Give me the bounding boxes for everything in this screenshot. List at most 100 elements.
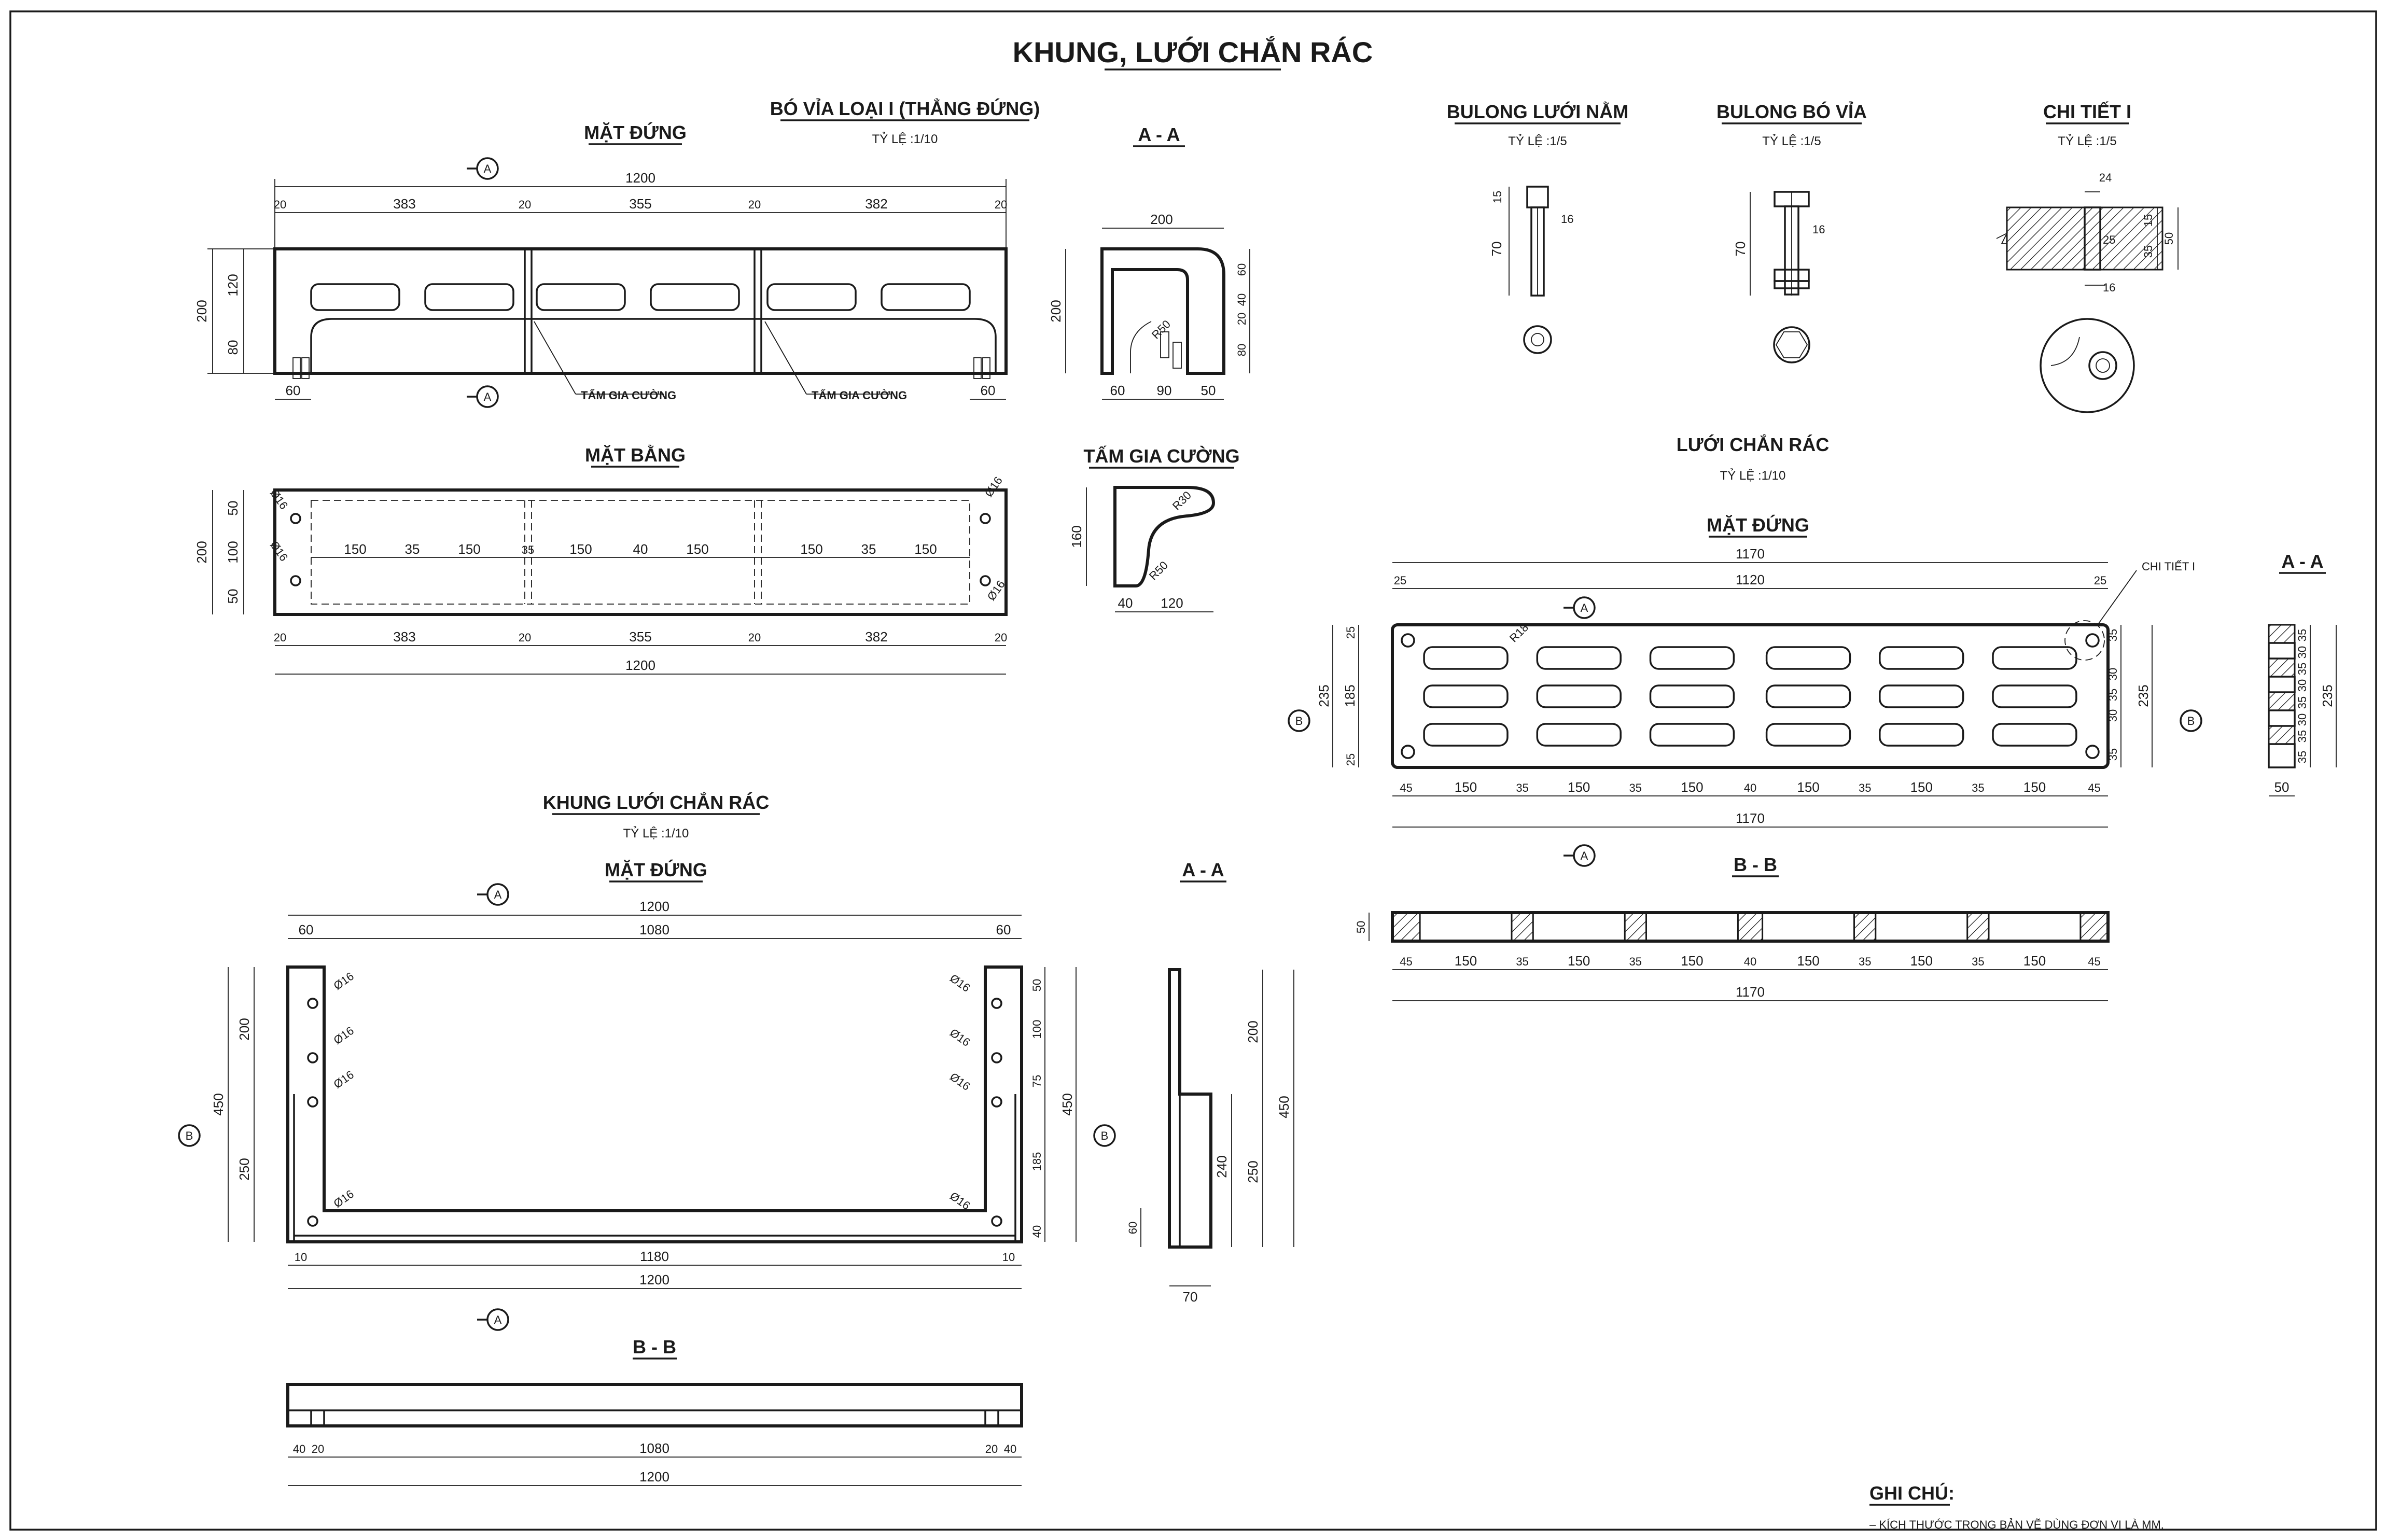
grate-slot [1536,646,1622,670]
lc-dim-bottom-1: 150 [1455,779,1477,795]
bl2-dim-70: 70 [1733,242,1748,257]
lc-dim-bottom-12: 45 [2088,781,2100,794]
section-mark-a-1: A [484,162,492,175]
aa2-dim-35d: 35 [2296,730,2309,743]
lc-dim-1170b: 1170 [1736,810,1765,826]
bb2-dim-40b: 40 [1004,1443,1016,1455]
mb-dim-150f: 150 [914,541,937,557]
grate-slot [1879,684,1964,708]
grate-slot [1765,723,1851,747]
khung-section-aa: A - A 200 250 450 240 60 70 [1126,859,1294,1305]
bb1-dim-6: 40 [1744,955,1756,968]
kh-dim-1200a: 1200 [639,899,669,914]
kh-dim-1080a: 1080 [639,922,669,937]
mb-dim-20c: 20 [748,631,761,644]
notes-title: GHI CHÚ: [1869,1482,1955,1504]
aa2-dim-35b: 35 [2296,663,2309,675]
chi-tiet-i: CHI TIẾT I TỶ LỆ :1/5 24 15 35 50 25 16 [1996,101,2179,413]
section-mark-b-2: B [2187,715,2195,727]
aa2-dim-50: 50 [2274,779,2290,795]
grate-slot [1879,723,1964,747]
mb-phi16-b: Ø16 [268,539,290,564]
kh-dim-185r: 185 [1030,1152,1043,1171]
lc-dim-bottom-10: 35 [1972,781,1984,794]
lc-dim-25d: 25 [1344,753,1357,766]
aa3-dim-450: 450 [1276,1096,1292,1118]
bb1-dim-11: 150 [2023,953,2046,969]
bb2-dim-20a: 20 [312,1443,324,1455]
mb-dim-20d: 20 [995,631,1007,644]
bb2-dim-1080: 1080 [639,1440,669,1456]
lc-dim-bottom-6: 40 [1744,781,1756,794]
aa3-dim-70: 70 [1183,1289,1198,1305]
kh-dim-10a: 10 [295,1251,307,1264]
aa2-heading: A - A [2281,551,2323,572]
luoi-section-aa: A - A 35 30 35 30 35 30 35 35 235 50 [2268,551,2337,796]
aa2-dim-30c: 30 [2296,713,2309,726]
bv-dim-355: 355 [629,196,651,212]
lc-dim-25a: 25 [1394,574,1406,587]
grate-slot [1765,684,1851,708]
section-mark-a-4: A [1581,849,1588,862]
aa1-dim-200: 200 [1150,212,1172,227]
notes-line1: – KÍCH THƯỚC TRONG BẢN VẼ DÙNG ĐƠN VỊ LÀ… [1869,1518,2164,1531]
grate-rib-section [1391,912,1421,942]
lc-dim-25b: 25 [2094,574,2106,587]
khung-luoi: KHUNG LƯỚI CHẮN RÁC TỶ LỆ :1/10 MẶT ĐỨNG… [178,791,1116,1331]
kh-dim-60a: 60 [299,922,314,937]
khung-elev-heading: MẶT ĐỨNG [605,859,707,880]
kh-dim-450a: 450 [211,1093,226,1115]
grate-slot [1879,646,1964,670]
bl1-dim-15: 15 [1491,191,1504,203]
bo-via-elevation: MẶT ĐỨNG BÓ VỈA LOẠI I (THẲNG ĐỨNG) TỶ L… [194,97,1040,408]
kh-dim-50r: 50 [1030,979,1043,991]
aa3-dim-250: 250 [1245,1160,1261,1183]
kh-phi16-1: Ø16 [331,970,356,992]
aa1-dim-80: 80 [1235,344,1248,356]
mb-dim-150e: 150 [800,541,822,557]
bb2-dim-40a: 40 [293,1443,305,1455]
aa1-r50: R50 [1149,317,1173,341]
kh-phi16-8: Ø16 [947,1189,972,1212]
luoi-heading: LƯỚI CHẮN RÁC [1677,433,1830,455]
mat-bang: MẶT BẰNG Ø16 Ø16 Ø16 Ø16 150 35 150 35 1… [194,444,1008,675]
kh-dim-10b: 10 [1002,1251,1015,1264]
kh-dim-450b: 450 [1059,1093,1075,1115]
bulong-bo-heading: BULONG BÓ VỈA [1716,101,1867,122]
mb-phi16-c: Ø16 [982,474,1005,499]
aa2-dim-30: 30 [2296,646,2309,659]
kh-phi16-3: Ø16 [331,1068,356,1091]
mb-dim-20a: 20 [274,631,286,644]
grate-rib-section [1966,912,1990,942]
lc-dim-bottom-7: 150 [1797,779,1819,795]
lc-dim-235b: 235 [2135,684,2151,707]
grate-slot [1423,684,1509,708]
mb-phi16-d: Ø16 [985,578,1008,603]
bb2-dim-20b: 20 [985,1443,998,1455]
bv-dim-20c: 20 [748,198,761,211]
bv-dim-200: 200 [194,300,210,322]
aa3-heading: A - A [1182,859,1224,880]
bb1-dim-50: 50 [1355,921,1367,933]
grate-slot [1992,646,2077,670]
bb1-dim-7: 150 [1797,953,1819,969]
mb-dim-35a: 35 [405,541,420,557]
section-mark-b-3: B [186,1129,193,1142]
bv-dim-120: 120 [225,274,241,296]
khung-scale: TỶ LỆ :1/10 [623,825,689,841]
khung-heading: KHUNG LƯỚI CHẮN RÁC [543,791,770,813]
aa2-dim-30b: 30 [2296,679,2309,692]
bl2-dim-16: 16 [1812,223,1825,236]
grate-slot [1536,684,1622,708]
section-mark-a-5: A [494,888,502,901]
grate-rib-section [1624,912,1647,942]
kh-dim-100r: 100 [1030,1020,1043,1039]
aa1-heading: A - A [1138,124,1180,145]
grate-slot [1992,723,2077,747]
mb-dim-50b: 50 [225,589,241,604]
lc-dim-1170: 1170 [1736,546,1765,562]
section-mark-b-1: B [1295,715,1303,727]
lc-dim-bottom-9: 150 [1910,779,1933,795]
mb-dim-100: 100 [225,541,241,563]
grate-slot [1536,723,1622,747]
